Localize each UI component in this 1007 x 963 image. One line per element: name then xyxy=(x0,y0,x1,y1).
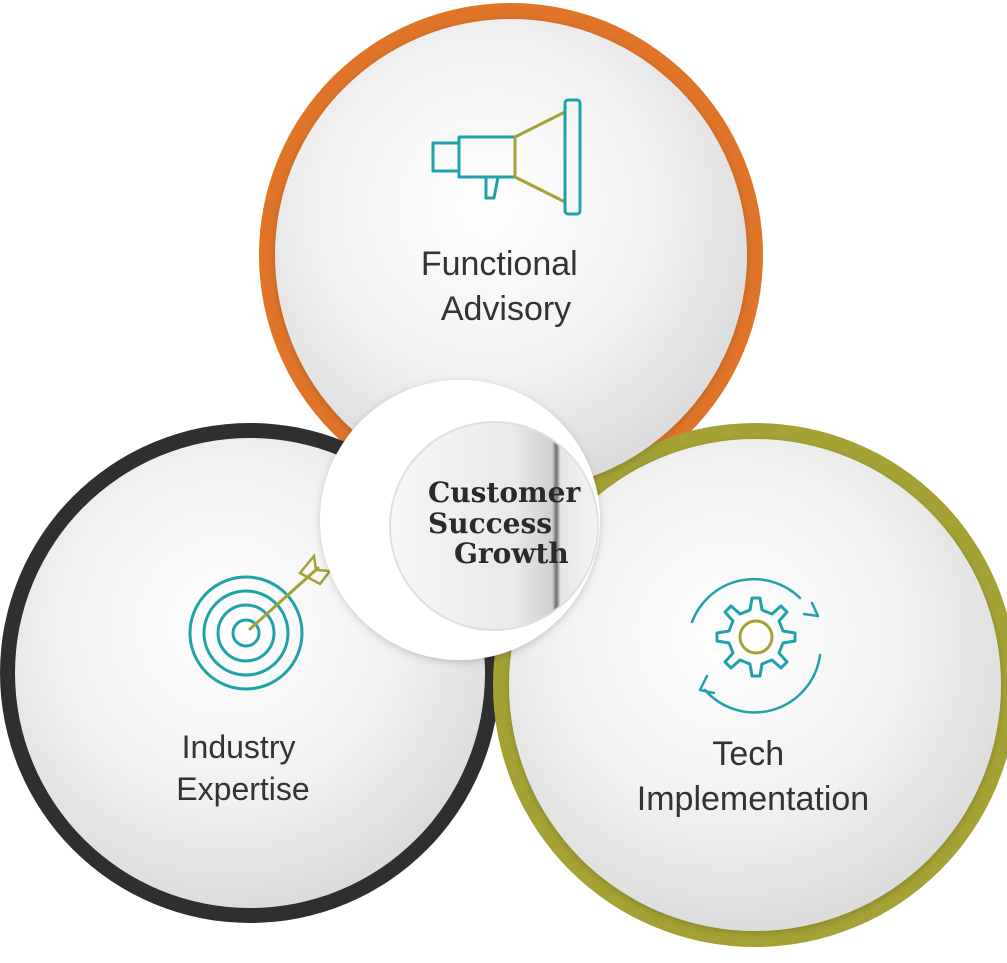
center-label-line2: Success xyxy=(428,507,552,540)
center-label-line1: Customer xyxy=(428,476,581,509)
svg-text:Tech Implementation: Tech Implementation xyxy=(637,735,869,818)
tech-label-line2: Implementation xyxy=(637,780,869,818)
disc-tech xyxy=(509,439,1001,931)
disc-functional xyxy=(275,19,747,491)
megaphone-icon xyxy=(431,98,582,216)
center-hub xyxy=(320,380,600,660)
industry-label-line2: Expertise xyxy=(176,771,309,807)
functional-label-line2: Advisory xyxy=(441,290,571,328)
gear-cycle-icon xyxy=(690,577,822,714)
center-label-line3: Growth xyxy=(454,537,569,570)
functional-label-line1: Functional xyxy=(421,245,578,283)
svg-text:Customer Success Growt: Customer Success Growth xyxy=(428,476,590,570)
svg-text:Industry Expertise: Industry Expertise xyxy=(176,729,309,807)
tech-label-line1: Tech xyxy=(712,735,784,773)
svg-text:Functional Advisory: Functional Advisory xyxy=(421,245,587,328)
target-arrow-icon xyxy=(188,553,333,691)
industry-label-line1: Industry xyxy=(182,729,296,765)
